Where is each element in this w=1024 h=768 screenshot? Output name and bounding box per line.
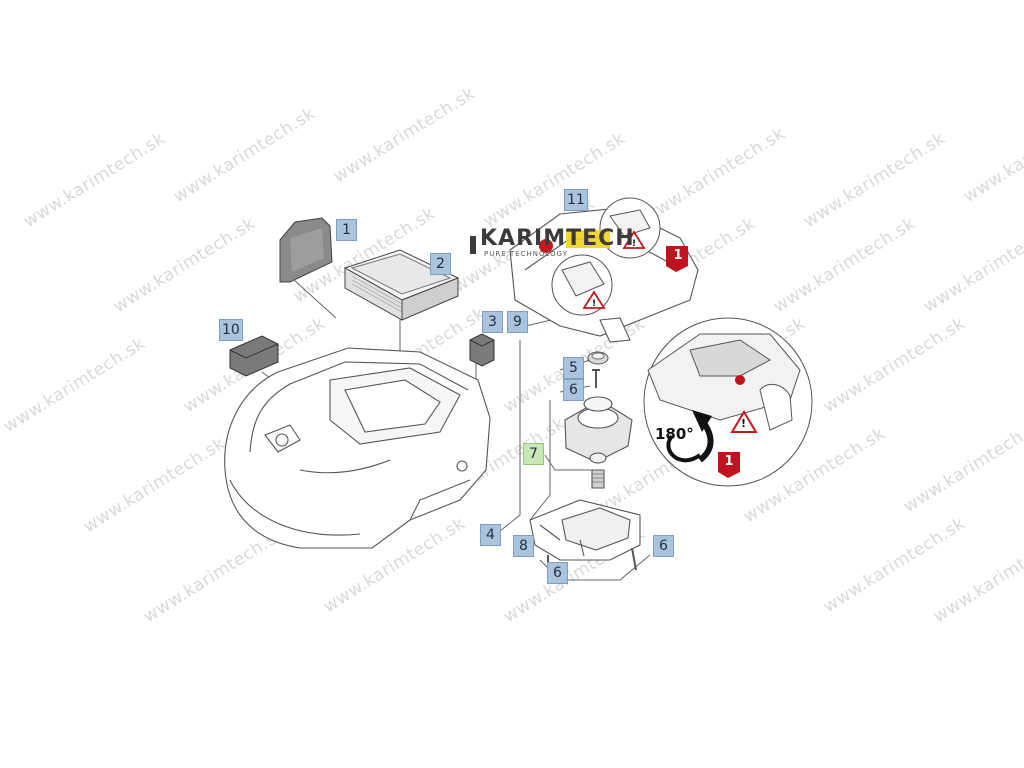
part-label-3: 3 — [482, 311, 503, 333]
part-1-flap — [279, 217, 333, 283]
part-5-ring — [587, 351, 609, 365]
warning-exclaim-inset: ! — [741, 417, 747, 430]
part-6-screw-top — [592, 369, 600, 388]
part-label-10: 10 — [219, 319, 243, 341]
part-label-6-top: 6 — [563, 379, 584, 401]
main-housing — [224, 347, 491, 549]
cover-inset-top: ! — [599, 197, 661, 259]
cover-inset-bottom: ! — [551, 254, 613, 316]
step-marker-top-shape — [666, 246, 688, 272]
part-3-sponge — [469, 333, 495, 367]
part-label-2: 2 — [430, 253, 451, 275]
step-marker-bottom: 1 — [724, 454, 734, 469]
svg-text:!: ! — [632, 239, 636, 249]
part-label-5: 5 — [563, 357, 584, 379]
step-marker-top: 1 — [673, 248, 683, 263]
part-label-7: 7 — [523, 443, 544, 465]
logo-text: KARIMTECH — [480, 226, 635, 251]
part-label-6-bottom: 6 — [547, 562, 568, 584]
part-label-6-right: 6 — [653, 535, 674, 557]
rotation-detail-inset — [643, 317, 813, 487]
part-label-8: 8 — [513, 535, 534, 557]
rotation-angle-label: 180° — [655, 425, 694, 443]
part-8-basket — [529, 499, 641, 561]
part-label-1: 1 — [336, 219, 357, 241]
part-2-flat-filter — [343, 249, 460, 321]
part-label-11: 11 — [564, 189, 588, 211]
part-label-9: 9 — [507, 311, 528, 333]
logo-mark — [470, 230, 610, 254]
svg-text:!: ! — [592, 299, 596, 309]
part-label-4: 4 — [480, 524, 501, 546]
part-7-valve — [564, 396, 633, 489]
part-10-foam-block — [229, 335, 279, 377]
brand-logo: KARIMTECH PURE TECHNOLOGY — [470, 226, 634, 266]
step-marker-bottom-shape — [718, 452, 740, 478]
logo-tagline: PURE TECHNOLOGY — [484, 250, 568, 258]
